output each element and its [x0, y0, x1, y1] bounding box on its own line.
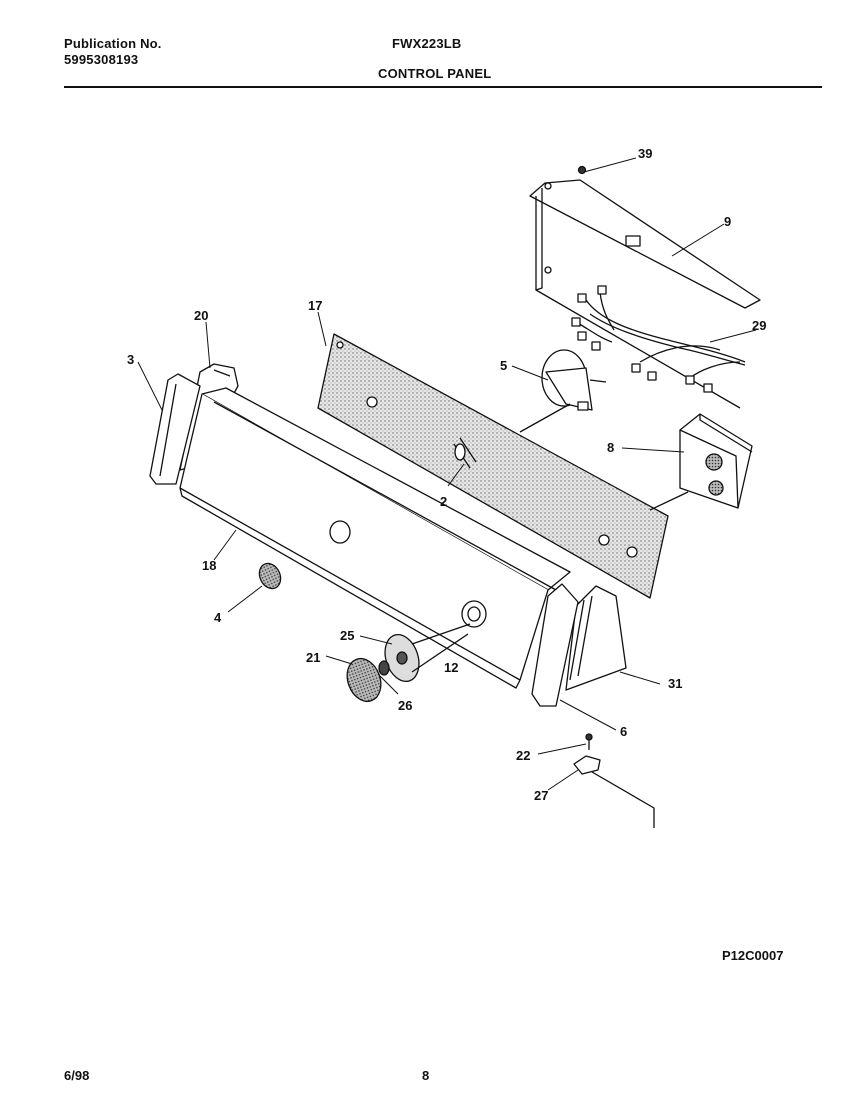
- left-end-cap-part-3: [149, 373, 201, 485]
- callout-25: 25: [340, 628, 354, 643]
- callout-21: 21: [306, 650, 320, 665]
- clip-part-27: [573, 755, 655, 828]
- publication-label: Publication No.: [64, 36, 162, 51]
- back-panel-part-17: [317, 333, 669, 599]
- callout-17: 17: [308, 298, 322, 313]
- model-number: FWX223LB: [392, 36, 462, 51]
- screw-part-22: [585, 733, 593, 750]
- callout-39: 39: [638, 146, 652, 161]
- callout-12: 12: [444, 660, 458, 675]
- right-end-cap-part-31: [565, 585, 627, 691]
- callout-26: 26: [398, 698, 412, 713]
- knob-part-21: [346, 657, 390, 703]
- callout-5: 5: [500, 358, 507, 373]
- section-title: CONTROL PANEL: [378, 66, 492, 81]
- callout-6: 6: [620, 724, 627, 739]
- leader-lines: [137, 157, 757, 791]
- timer-part-8: [649, 413, 753, 511]
- page-number: 8: [422, 1068, 430, 1083]
- footer-date: 6/98: [64, 1068, 90, 1083]
- callout-27: 27: [534, 788, 548, 803]
- callout-31: 31: [668, 676, 682, 691]
- console-part-18: [179, 387, 571, 689]
- screw-part-39: [577, 165, 587, 175]
- callout-3: 3: [127, 352, 134, 367]
- rear-cover-part-9: [529, 179, 761, 409]
- callout-8: 8: [607, 440, 614, 455]
- callout-2: 2: [440, 494, 447, 509]
- diagram-code: P12C0007: [722, 948, 784, 963]
- publication-number: 5995308193: [64, 52, 139, 67]
- wire-harness-part-29: [571, 285, 746, 393]
- knob-part-4: [258, 562, 282, 590]
- header-rule: [64, 86, 822, 88]
- right-end-cap-part-6: [531, 583, 579, 707]
- callout-22: 22: [516, 748, 530, 763]
- callout-4: 4: [214, 610, 222, 625]
- callout-29: 29: [752, 318, 766, 333]
- callout-18: 18: [202, 558, 216, 573]
- callout-20: 20: [194, 308, 208, 323]
- callout-labels: 39 9 29 17 20 3 5 8 2 18 4 25 21 12 26 3…: [127, 146, 766, 803]
- callout-9: 9: [724, 214, 731, 229]
- pressure-switch-part-5: [519, 349, 607, 433]
